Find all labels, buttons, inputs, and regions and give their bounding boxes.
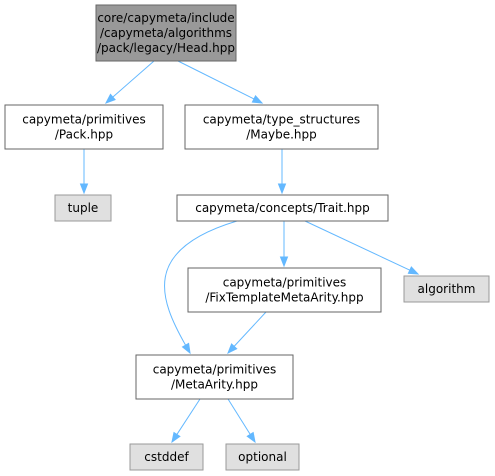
edge-line	[304, 220, 411, 271]
node-box	[4, 104, 164, 150]
node-box	[184, 104, 379, 150]
node-label-line: /Pack.hpp	[55, 128, 113, 142]
node-pack[interactable]: capymeta/primitives/Pack.hpp	[4, 104, 164, 150]
node-maybe[interactable]: capymeta/type_structures/Maybe.hpp	[184, 104, 379, 150]
node-box	[403, 275, 490, 303]
node-label-line: core/capymeta/include	[97, 11, 234, 25]
node-label-line: /capymeta/algorithms	[100, 26, 232, 40]
edge-line	[227, 398, 251, 435]
node-label-line: /pack/legacy/Head.hpp	[97, 41, 235, 55]
nodes-layer: core/capymeta/include/capymeta/algorithm…	[4, 4, 490, 471]
node-label-line: /MetaArity.hpp	[171, 378, 258, 392]
node-label-line: /FixTemplateMetaArity.hpp	[205, 291, 363, 305]
node-label-line: tuple	[68, 201, 99, 215]
edge-trait-to-metaarity	[164, 220, 238, 355]
node-algorithm: algorithm	[403, 275, 490, 303]
edge-head-to-maybe	[177, 60, 264, 104]
edge-line	[176, 398, 201, 435]
node-box	[225, 443, 300, 471]
edge-line	[177, 60, 255, 100]
edge-trait-to-algorithm	[304, 220, 420, 275]
node-trait[interactable]: capymeta/concepts/Trait.hpp	[176, 194, 389, 222]
edge-line	[233, 311, 267, 347]
node-cstddef: cstddef	[129, 443, 204, 471]
edge-head-to-pack	[104, 60, 155, 104]
node-label-line: capymeta/concepts/Trait.hpp	[195, 201, 370, 215]
node-label-line: algorithm	[418, 282, 476, 296]
node-label-line: capymeta/primitives	[153, 363, 277, 377]
node-label-line: /Maybe.hpp	[246, 128, 317, 142]
edge-arrowhead	[79, 183, 89, 195]
edges-layer	[79, 60, 420, 444]
node-box	[54, 194, 112, 222]
edge-metaarity-to-optional	[227, 398, 256, 444]
node-box	[95, 4, 237, 62]
edge-line	[164, 220, 238, 346]
edge-fixtemplate-to-metaarity	[227, 311, 267, 355]
edge-arrowhead	[279, 256, 289, 268]
node-label-line: capymeta/primitives	[22, 113, 146, 127]
edge-metaarity-to-cstddef	[171, 398, 201, 444]
edge-arrowhead	[227, 343, 238, 355]
edge-arrowhead	[407, 266, 420, 275]
node-metaarity[interactable]: capymeta/primitives/MetaArity.hpp	[135, 354, 294, 400]
node-label-line: capymeta/primitives	[223, 276, 347, 290]
node-optional: optional	[225, 443, 300, 471]
edge-arrowhead	[246, 431, 256, 444]
edge-maybe-to-trait	[277, 149, 287, 195]
node-box	[187, 267, 382, 313]
node-tuple: tuple	[54, 194, 112, 222]
edge-arrowhead	[104, 93, 116, 104]
node-box	[176, 194, 389, 222]
node-label-line: cstddef	[144, 450, 189, 464]
edge-arrowhead	[277, 183, 287, 195]
node-box	[135, 354, 294, 400]
node-head[interactable]: core/capymeta/include/capymeta/algorithm…	[95, 4, 237, 62]
edge-arrowhead	[251, 94, 264, 104]
edge-pack-to-tuple	[79, 149, 89, 195]
node-fixtemplate[interactable]: capymeta/primitives/FixTemplateMetaArity…	[187, 267, 382, 313]
edge-line	[112, 60, 155, 98]
edge-trait-to-fixtemplate	[279, 221, 289, 268]
edge-arrowhead	[181, 342, 191, 355]
node-label-line: capymeta/type_structures	[203, 113, 360, 127]
node-label-line: optional	[238, 450, 287, 464]
node-box	[129, 443, 204, 471]
edge-arrowhead	[171, 431, 181, 444]
